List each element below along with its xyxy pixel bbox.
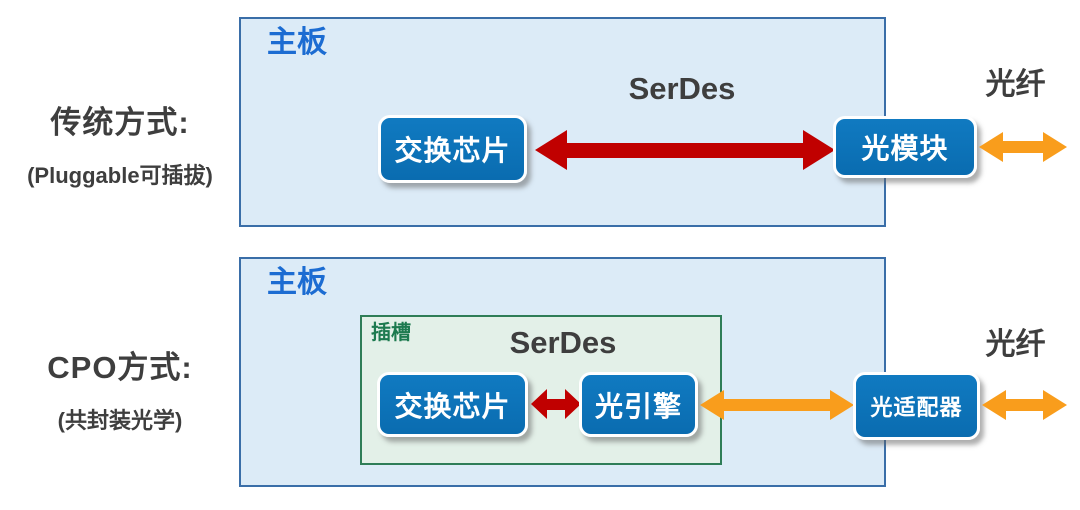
- motherboard-bottom-label: 主板: [267, 266, 327, 299]
- arrowhead-left-icon: [700, 390, 724, 420]
- arrow-shaft: [724, 399, 830, 411]
- motherboard-top: [239, 17, 886, 227]
- switch-chip-label-top: 交换芯片: [394, 135, 511, 166]
- optical-adapter-node: 光适配器: [853, 372, 980, 440]
- arrowhead-right-icon: [1043, 132, 1067, 162]
- switch-chip-node-top: 交换芯片: [378, 115, 527, 183]
- arrow-shaft: [1006, 399, 1043, 411]
- arrowhead-right-icon: [830, 390, 854, 420]
- optical-engine-node: 光引擎: [579, 372, 698, 437]
- row1-title: 传统方式:: [50, 105, 190, 140]
- arrowhead-left-icon: [982, 390, 1006, 420]
- row1-side-label: 传统方式: (Pluggable可插拔): [10, 97, 230, 190]
- optical-module-label: 光模块: [861, 133, 949, 164]
- switch-chip-label-bottom: 交换芯片: [394, 390, 511, 422]
- serdes-label-bottom: SerDes: [509, 325, 617, 360]
- serdes-arrow-icon-bottom: [531, 389, 581, 419]
- arrowhead-left-icon: [979, 132, 1003, 162]
- row2-subtitle: (共封装光学): [57, 408, 183, 433]
- fiber-label-bottom: 光纤: [985, 328, 1046, 361]
- row1-subtitle: (Pluggable可插拔): [27, 163, 213, 188]
- arrowhead-right-icon: [565, 389, 581, 419]
- motherboard-top-label: 主板: [267, 26, 327, 59]
- arrowhead-left-icon: [535, 130, 567, 170]
- fiber-label-top: 光纤: [985, 68, 1046, 101]
- arrowhead-right-icon: [1043, 390, 1067, 420]
- engine-to-adapter-arrow-icon: [700, 390, 854, 420]
- serdes-arrow-icon-top: [535, 130, 835, 170]
- serdes-label-top: SerDes: [628, 71, 736, 106]
- socket-label: 插槽: [371, 322, 411, 344]
- optical-module-node: 光模块: [833, 116, 977, 178]
- optical-engine-label: 光引擎: [594, 390, 682, 422]
- optical-adapter-label: 光适配器: [870, 395, 963, 420]
- arrow-shaft: [547, 398, 565, 410]
- arrow-shaft: [567, 142, 803, 158]
- row2-side-label: CPO方式: (共封装光学): [10, 342, 230, 435]
- arrowhead-left-icon: [531, 389, 547, 419]
- fiber-arrow-icon-bottom: [982, 390, 1067, 420]
- arrowhead-right-icon: [803, 130, 835, 170]
- arrow-shaft: [1003, 141, 1043, 153]
- row2-title: CPO方式:: [47, 350, 193, 385]
- fiber-arrow-icon-top: [979, 132, 1067, 162]
- switch-chip-node-bottom: 交换芯片: [377, 372, 528, 437]
